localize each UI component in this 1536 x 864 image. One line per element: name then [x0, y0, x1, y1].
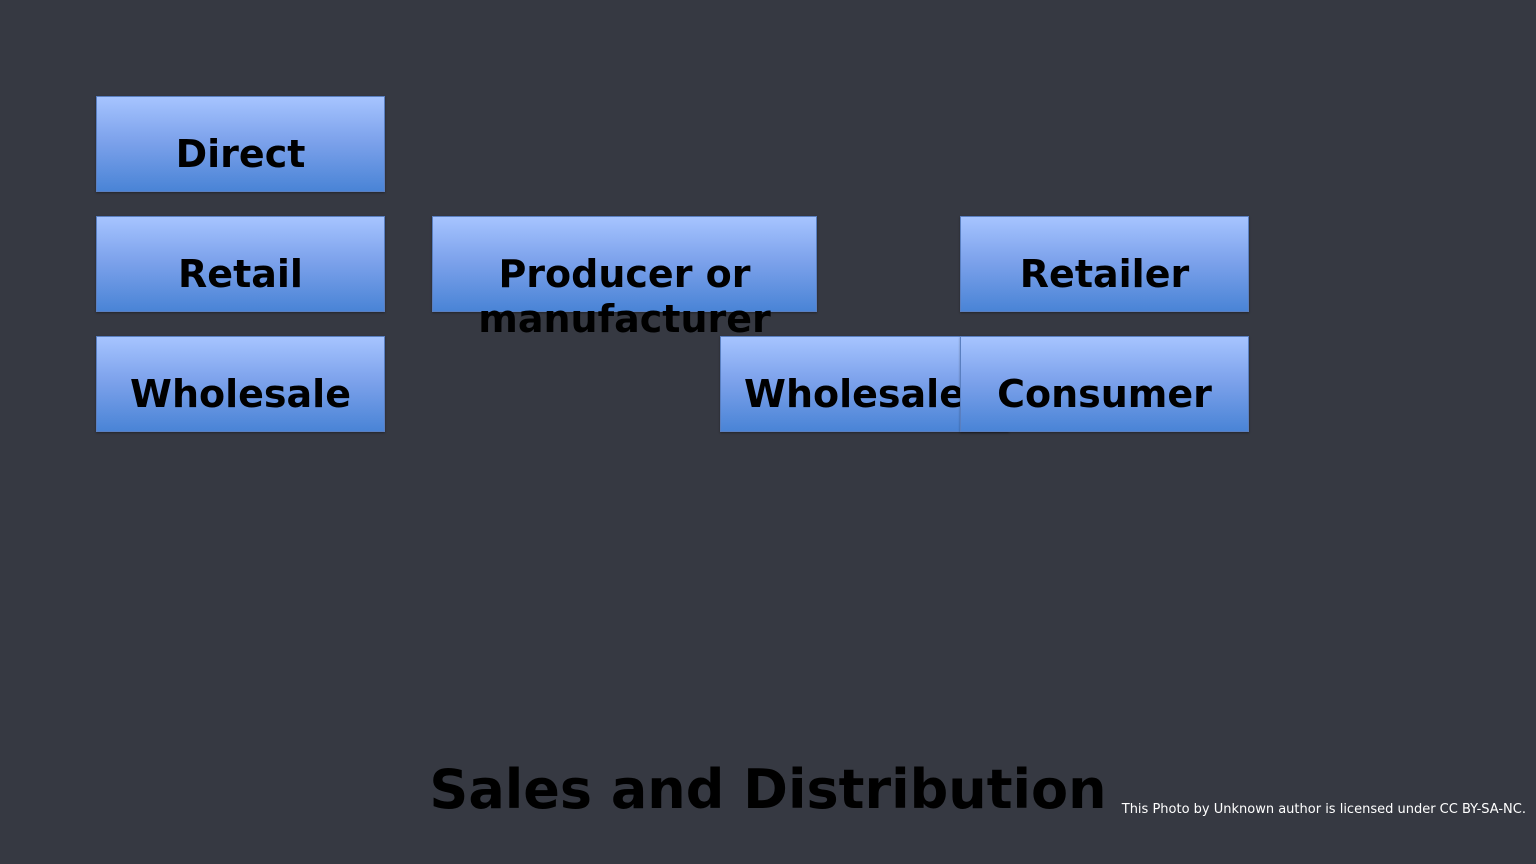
slide-title: Sales and Distribution [429, 758, 1107, 821]
retail-label: Retail [178, 252, 303, 296]
retailer-label: Retailer [1019, 252, 1190, 296]
producer-label: Producer or manufacturer [433, 252, 816, 342]
photo-attribution: This Photo by Unknown author is licensed… [1121, 802, 1526, 817]
producer-label-line-2: manufacturer [478, 297, 771, 341]
producer-box: Producer or manufacturer [432, 216, 817, 341]
consumer-box: Consumer [960, 336, 1249, 432]
wholesaler-label: Wholesale [744, 372, 965, 416]
wholesale-label: Wholesale [130, 372, 351, 416]
producer-label-line-1: Producer or [498, 252, 751, 296]
wholesale-box: Wholesale [96, 336, 385, 432]
consumer-label: Consumer [997, 372, 1212, 416]
retail-box: Retail [96, 216, 385, 312]
direct-box: Direct [96, 96, 385, 192]
direct-label: Direct [175, 132, 306, 176]
retailer-box: Retailer [960, 216, 1249, 312]
